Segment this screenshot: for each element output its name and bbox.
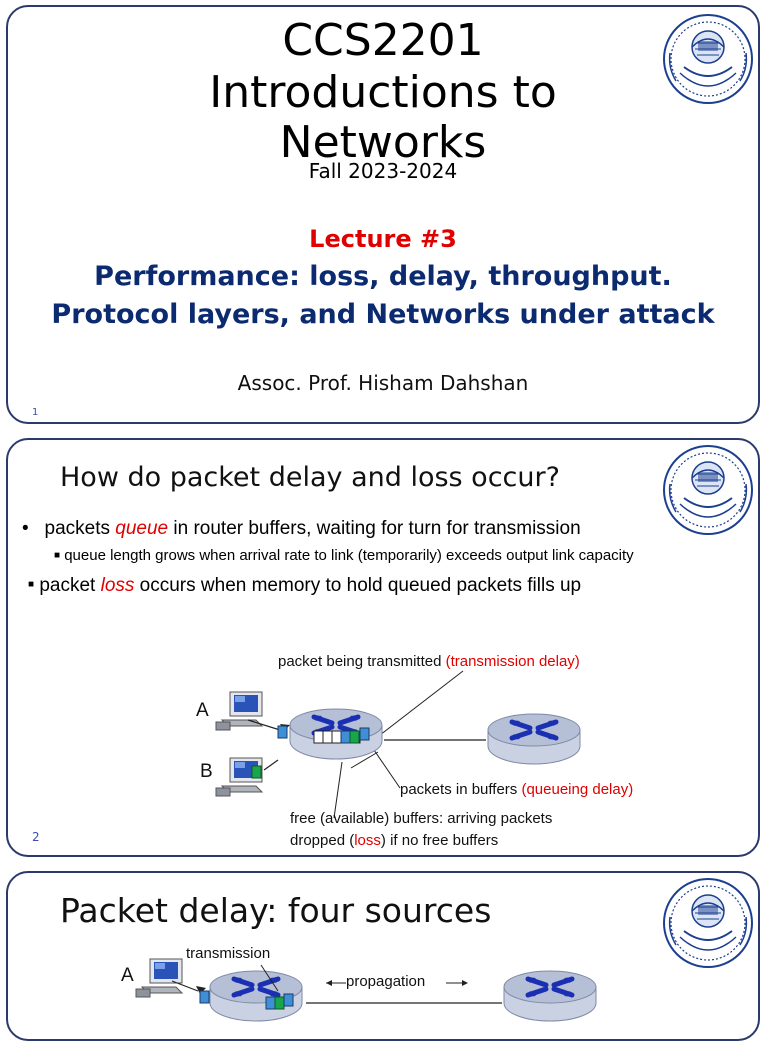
slide-3: Packet delay: four sources transmission … <box>6 871 760 1041</box>
pointer-line <box>350 751 379 769</box>
host-a-computer-icon <box>215 691 263 731</box>
arrow-right-icon <box>462 980 468 986</box>
bullet-queue: • packets queue in router buffers, waiti… <box>22 518 581 540</box>
sub-bullet: ■ queue length grows when arrival rate t… <box>54 547 634 564</box>
course-title-line2: Networks <box>279 117 487 168</box>
bullet-loss: ■ packet loss occurs when memory to hold… <box>28 575 581 597</box>
lecture-subtitle-line1: Performance: loss, delay, throughput. <box>94 261 672 292</box>
bullet-text: packets <box>44 518 116 539</box>
square-bullet-icon: ■ <box>54 550 61 561</box>
bullet-text: occurs when memory to hold queued packet… <box>134 575 582 596</box>
page-number: 2 <box>32 830 40 844</box>
router-icon <box>488 714 580 764</box>
arrow-left-icon <box>326 980 332 986</box>
slide-1: CCS2201 Introductions to Networks Fall 2… <box>6 5 760 424</box>
packet-green <box>251 765 262 779</box>
arrow-icon <box>196 986 206 994</box>
lecture-number: Lecture #3 <box>309 225 457 253</box>
host-b-label: B <box>200 761 213 782</box>
router-icon <box>504 971 596 1021</box>
lecture-subtitle-line2: Protocol layers, and Networks under atta… <box>51 299 715 330</box>
host-a-label: A <box>196 700 209 721</box>
slide-2: How do packet delay and loss occur? • pa… <box>6 438 760 857</box>
course-code: CCS2201 <box>282 15 484 66</box>
packet-transmitting <box>359 727 370 741</box>
bullet-text: packet <box>39 575 101 596</box>
queueing-diagram <box>215 670 760 819</box>
course-title-line1: Introductions to <box>209 67 557 118</box>
packet-blue <box>277 725 288 739</box>
term: Fall 2023-2024 <box>308 159 458 183</box>
host-a-computer-icon <box>135 958 183 998</box>
label-queueing: packets in buffers (queueing delay) <box>400 781 634 798</box>
label-propagation: propagation <box>346 973 426 990</box>
packet-blue <box>199 990 210 1004</box>
emphasis-queue: queue <box>115 518 169 539</box>
slide-title: Packet delay: four sources <box>60 891 492 930</box>
author: Assoc. Prof. Hisham Dahshan <box>237 371 529 395</box>
label-transmission: transmission <box>186 945 271 962</box>
label-transmission: packet being transmitted (transmission d… <box>278 653 580 670</box>
square-bullet-icon: ■ <box>28 579 35 590</box>
emphasis-loss: loss <box>100 575 135 596</box>
label-dropped: dropped (loss) if no free buffers <box>290 832 499 849</box>
label-free-buffers: free (available) buffers: arriving packe… <box>290 810 553 827</box>
slide-title: How do packet delay and loss occur? <box>60 462 560 493</box>
page-number: 1 <box>32 407 39 418</box>
bullet-text: in router buffers, waiting for turn for … <box>168 518 581 539</box>
bullet-dot: • <box>22 518 45 539</box>
delay-sources-diagram <box>135 958 760 1041</box>
sub-bullet-text: queue length grows when arrival rate to … <box>64 547 634 564</box>
host-a-label: A <box>121 965 134 986</box>
